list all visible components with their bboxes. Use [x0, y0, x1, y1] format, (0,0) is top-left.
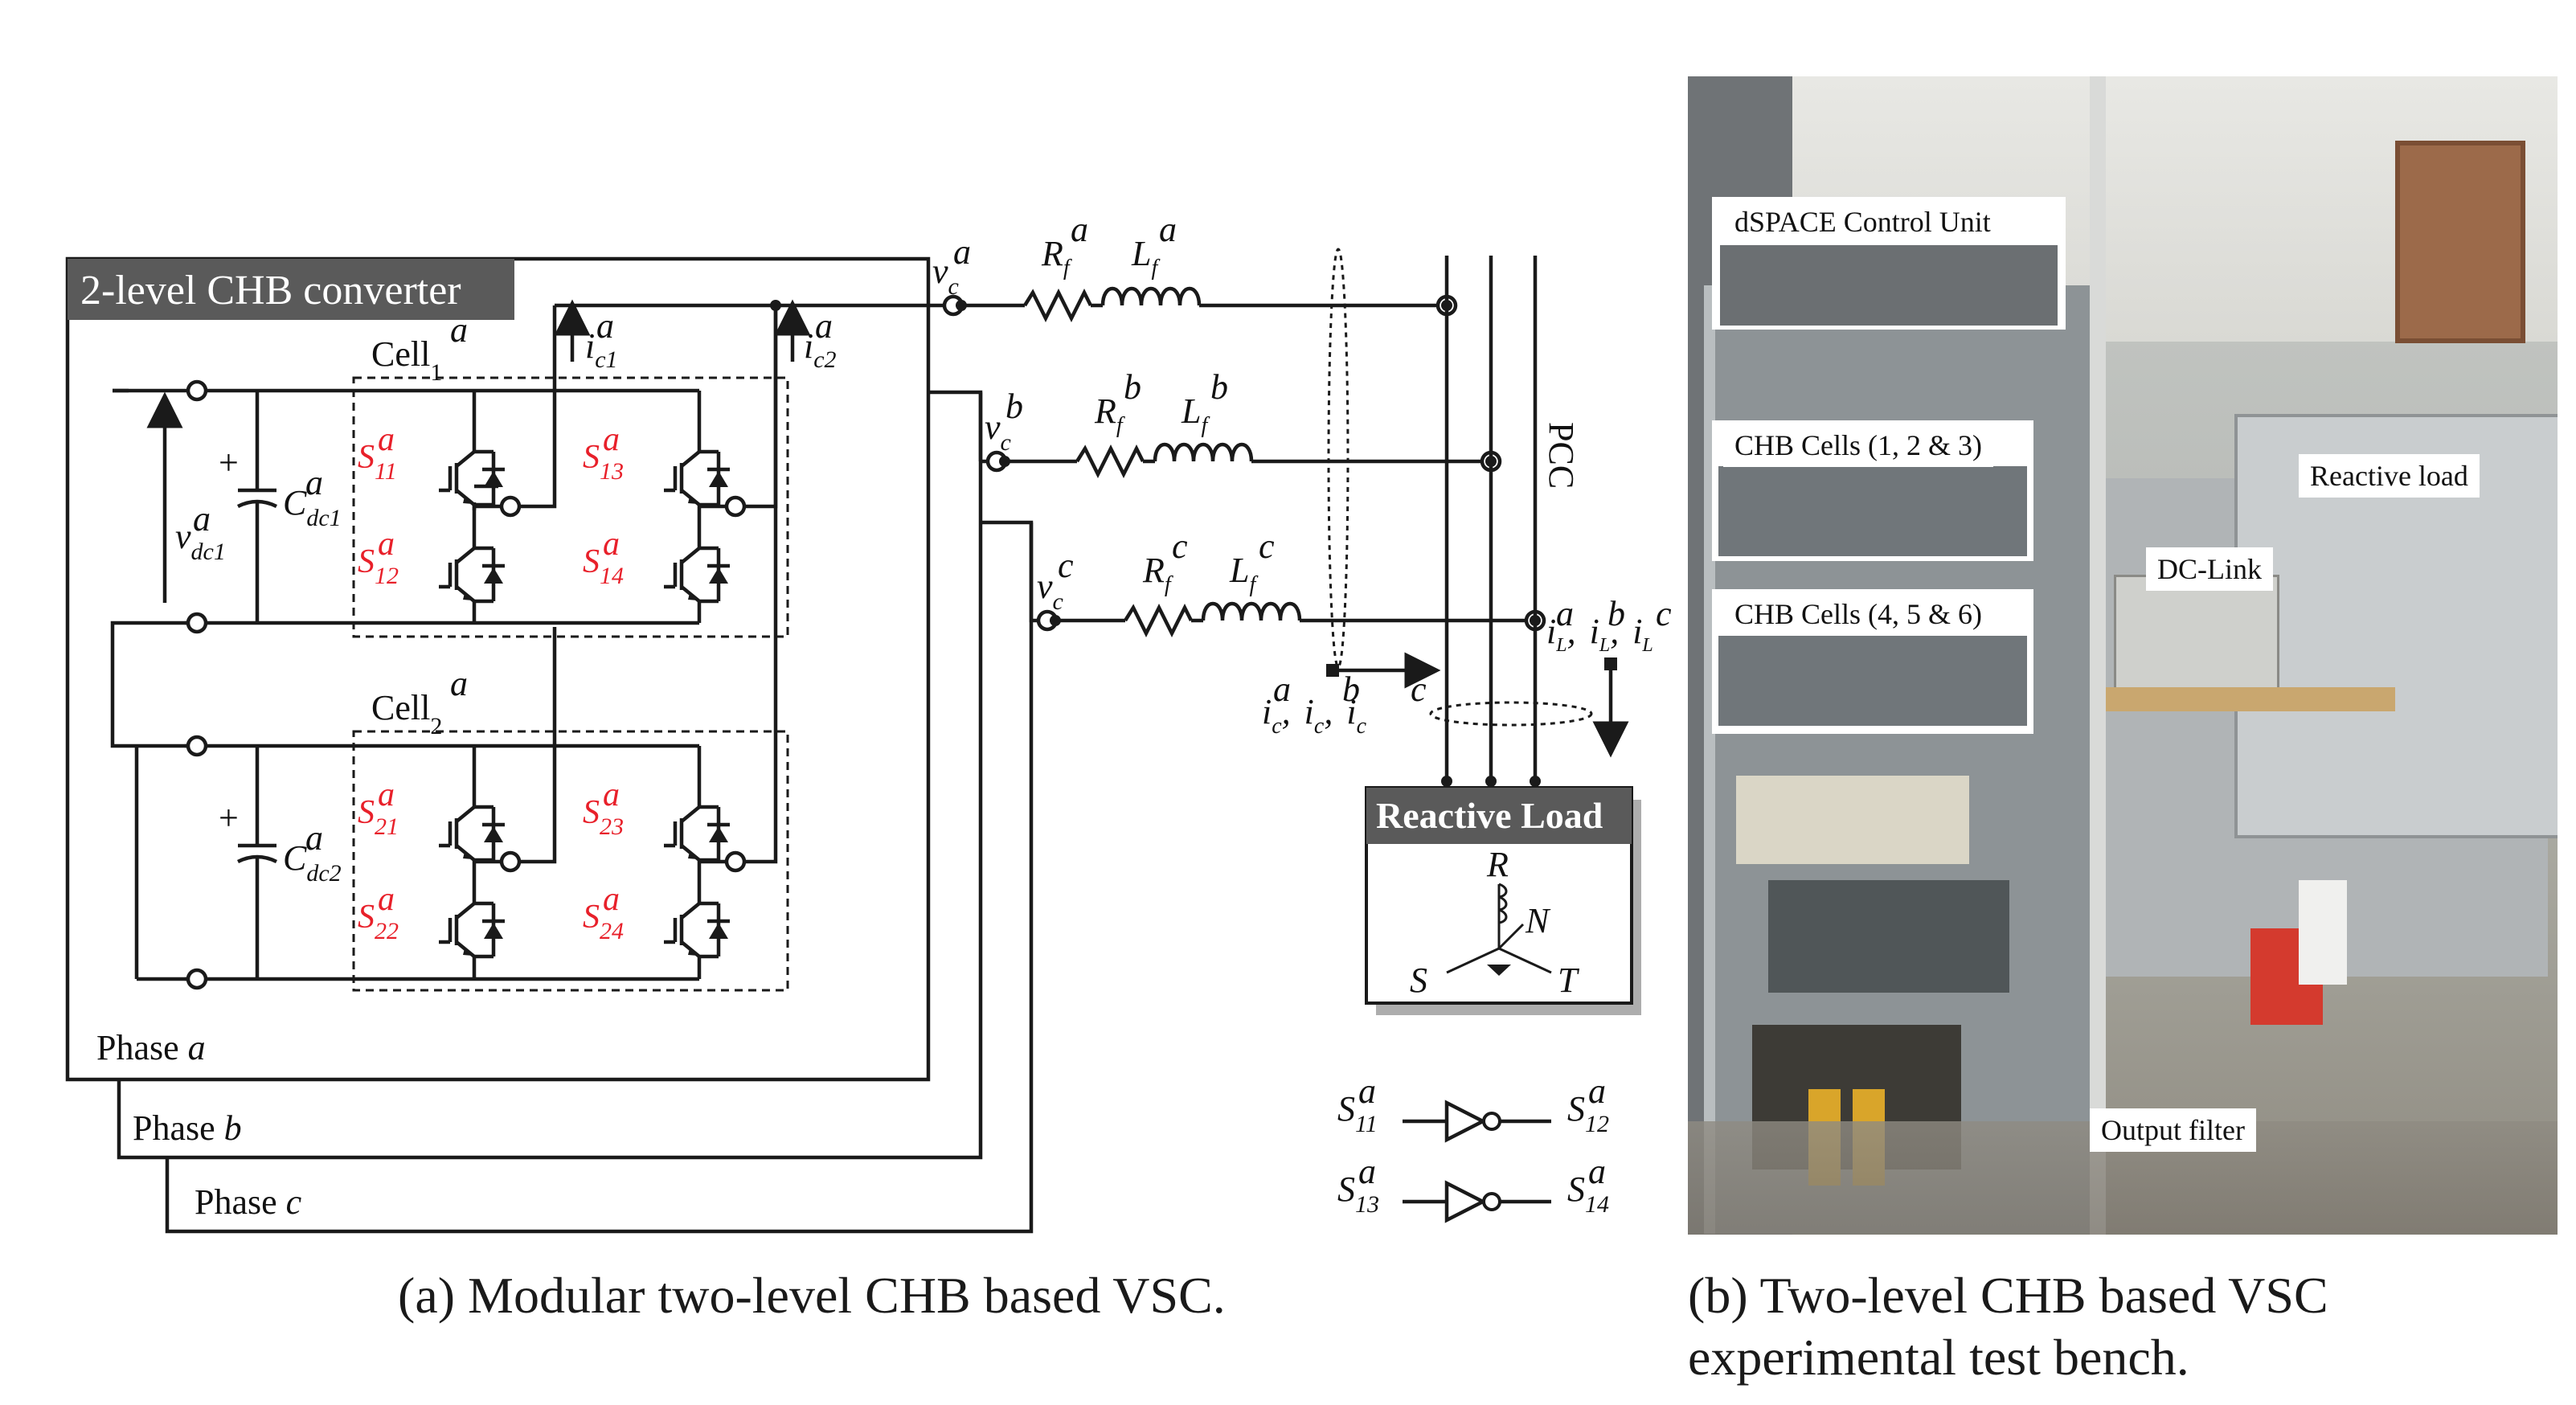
ic-sup-b: b: [1342, 670, 1360, 709]
inv1-in: S11: [1337, 1089, 1378, 1137]
sw24-sup: a: [603, 881, 620, 918]
load-r: R: [1486, 845, 1509, 884]
lfc-sup: c: [1259, 526, 1275, 566]
ic2-sup: a: [815, 306, 833, 346]
cap2-plus: +: [219, 798, 239, 838]
cell2-label: Cell2: [371, 688, 442, 739]
caption-a: (a) Modular two-level CHB based VSC.: [398, 1267, 1226, 1324]
sw23-sup: a: [603, 776, 620, 813]
inv2-in-sup: a: [1358, 1152, 1376, 1191]
il-sup-a: a: [1556, 594, 1574, 633]
rfa-label: Rf: [1041, 234, 1072, 281]
rfc-sup: c: [1172, 526, 1188, 566]
sw11-sup: a: [378, 421, 395, 458]
inv1-in-sup: a: [1358, 1071, 1376, 1111]
phase-c-frame: [165, 520, 1034, 1234]
label-chb-cells-123: CHB Cells (1, 2 & 3): [1723, 424, 1994, 467]
caption-b-line2: experimental test bench.: [1688, 1329, 2189, 1386]
ic-sup-a: a: [1273, 670, 1291, 709]
cap1-sup: a: [305, 463, 323, 502]
lfa-label: Lf: [1131, 234, 1160, 281]
sw21-label: S21: [358, 794, 399, 840]
sw11-label: S11: [358, 439, 397, 485]
vcb-label: vc: [985, 408, 1011, 456]
rfc-label: Rf: [1142, 551, 1173, 597]
label-dspace: dSPACE Control Unit: [1723, 200, 2002, 244]
vdc1-label: vdc1: [175, 517, 226, 565]
label-output-filter: Output filter: [2090, 1108, 2256, 1152]
label-dc-link: DC-Link: [2146, 547, 2273, 591]
sw24-label: S24: [583, 899, 624, 944]
cell2-sup: a: [450, 664, 468, 703]
reactive-load-title: Reactive Load: [1376, 795, 1603, 836]
caption-b-line1: (b) Two-level CHB based VSC: [1688, 1267, 2328, 1324]
lfb-label: Lf: [1181, 391, 1210, 438]
load-n: N: [1525, 901, 1551, 940]
sw12-label: S12: [358, 543, 399, 589]
chb-vsc-schematic: 2-level CHB converter Cell1 a Cell2 a + …: [65, 210, 1672, 1234]
il-sup-c: c: [1656, 594, 1672, 633]
il-abc-label: iL, iL, iL: [1546, 612, 1653, 656]
vca-label: vc: [932, 252, 959, 300]
rfa-sup: a: [1071, 210, 1088, 249]
phase-b-frame: [117, 390, 983, 1160]
sw13-label: S13: [583, 439, 624, 485]
converter-title-bg: [68, 259, 514, 320]
pcc-label: PCC: [1542, 422, 1581, 489]
rfb-sup: b: [1124, 367, 1141, 407]
sw21-sup: a: [378, 776, 395, 813]
vcc-sup: c: [1058, 546, 1074, 585]
sw12-sup: a: [378, 526, 395, 563]
inv1-out: S12: [1567, 1089, 1609, 1137]
sw14-label: S14: [583, 543, 624, 589]
ic1-label: ic1: [585, 326, 618, 373]
load-s: S: [1410, 961, 1427, 1000]
ic2-label: ic2: [804, 326, 837, 373]
sw23-label: S23: [583, 794, 624, 840]
cap1-plus: +: [219, 443, 239, 482]
vca-sup: a: [953, 232, 971, 272]
label-reactive-load: Reactive load: [2299, 454, 2480, 498]
sw14-sup: a: [603, 526, 620, 563]
inv2-out: S14: [1567, 1169, 1609, 1218]
ic1-sup: a: [596, 306, 614, 346]
phase-b-label: Phase b: [133, 1108, 242, 1148]
vcc-label: vc: [1037, 567, 1063, 615]
reactive-load-header: [1366, 788, 1632, 844]
label-chb-cells-456: CHB Cells (4, 5 & 6): [1723, 592, 1994, 636]
test-bench-photo: dSPACE Control Unit CHB Cells (1, 2 & 3)…: [1688, 76, 2558, 1235]
cell1-box: [352, 376, 789, 638]
lfa-sup: a: [1159, 210, 1177, 249]
lfb-sup: b: [1210, 367, 1228, 407]
inv2-out-sup: a: [1588, 1152, 1606, 1191]
sw22-sup: a: [378, 881, 395, 918]
phase-c-label: Phase c: [195, 1182, 302, 1222]
ic-abc-label: ic, ic, ic: [1262, 692, 1367, 739]
converter-title: 2-level CHB converter: [80, 268, 461, 313]
cap2-label: Cdc2: [283, 838, 342, 887]
lfc-label: Lf: [1229, 551, 1258, 597]
cell1-sup: a: [450, 310, 468, 350]
vdc1-sup: a: [193, 499, 211, 539]
rfb-label: Rf: [1094, 391, 1125, 438]
inv1-out-sup: a: [1588, 1071, 1606, 1111]
il-sup-b: b: [1607, 594, 1625, 633]
sw13-sup: a: [603, 421, 620, 458]
ic-sup-c: c: [1411, 670, 1427, 709]
sw22-label: S22: [358, 899, 399, 944]
cap2-sup: a: [305, 818, 323, 858]
load-t: T: [1558, 961, 1580, 1000]
cell2-box: [352, 730, 789, 992]
inv2-in: S13: [1337, 1169, 1379, 1218]
phase-a-label: Phase a: [96, 1028, 206, 1067]
vcb-sup: b: [1005, 387, 1023, 426]
cell1-label: Cell1: [371, 334, 442, 386]
cap1-label: Cdc1: [283, 483, 342, 531]
